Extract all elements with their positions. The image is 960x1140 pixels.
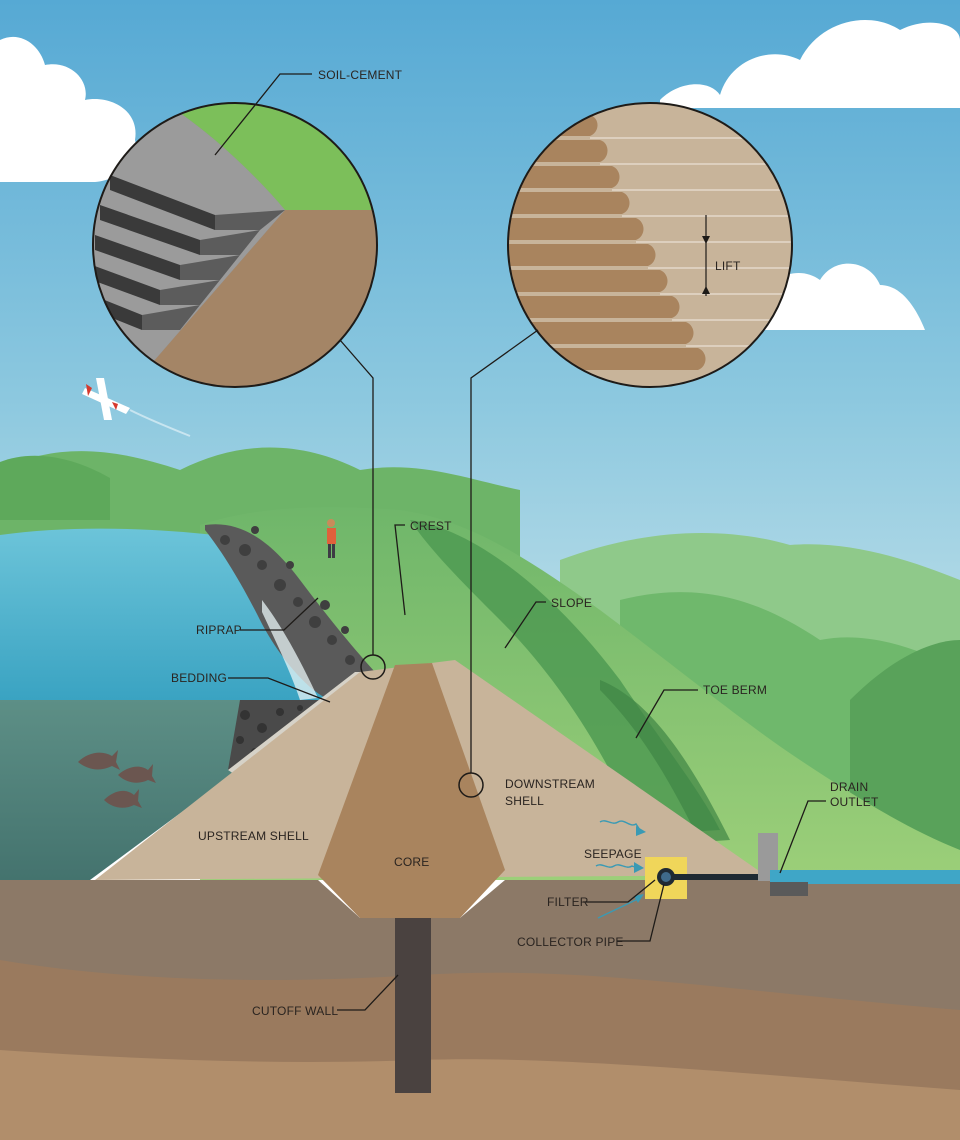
leader-crest xyxy=(394,524,406,616)
leader-filter xyxy=(583,879,656,903)
riprap-stones xyxy=(205,524,375,700)
reservoir-surface xyxy=(0,528,330,700)
label-core: CORE xyxy=(394,855,429,869)
label-slope: SLOPE xyxy=(551,596,592,610)
label-filter: FILTER xyxy=(547,895,589,909)
label-downstream-shell-line1: DOWNSTREAM xyxy=(505,777,595,791)
leader-bedding xyxy=(228,677,331,703)
person-figure xyxy=(327,519,336,558)
drain-headwall xyxy=(758,833,778,881)
leader-drain-outlet xyxy=(779,800,826,874)
label-bedding: BEDDING xyxy=(171,671,227,685)
label-toe-berm: TOE BERM xyxy=(703,683,767,697)
label-upstream-shell: UPSTREAM SHELL xyxy=(198,829,309,843)
cutoff-wall xyxy=(395,918,431,1093)
connector-left xyxy=(339,339,374,655)
magnifier-ring-right xyxy=(507,102,793,388)
label-soil-cement: SOIL-CEMENT xyxy=(318,68,403,82)
leader-toe-berm xyxy=(635,689,698,739)
label-downstream-shell-line2: SHELL xyxy=(505,794,544,808)
label-collector-pipe: COLLECTOR PIPE xyxy=(517,935,624,949)
slope-shade xyxy=(410,520,720,835)
outlet-water xyxy=(770,870,960,884)
magnifier-ring-left xyxy=(92,102,378,388)
leader-slope xyxy=(504,601,546,649)
label-seepage: SEEPAGE xyxy=(584,847,642,861)
seepage-arrows xyxy=(595,820,641,919)
label-cutoff-wall: CUTOFF WALL xyxy=(252,1004,338,1018)
leader-cutoff-wall xyxy=(337,974,399,1011)
plane-icon xyxy=(82,378,191,437)
drain-pipe xyxy=(672,874,782,880)
leader-riprap xyxy=(240,597,319,631)
leader-collector-pipe xyxy=(617,883,665,942)
label-riprap: RIPRAP xyxy=(196,623,242,637)
leader-soil-cement xyxy=(214,73,312,156)
connector-right xyxy=(470,329,539,773)
label-lift: LIFT xyxy=(715,259,741,273)
fish-group xyxy=(78,750,156,808)
clouds xyxy=(0,20,960,330)
wave-foam xyxy=(262,600,318,700)
label-drain-outlet-line1: DRAIN xyxy=(830,780,868,794)
detail-soil-cement xyxy=(93,103,377,387)
dam-core xyxy=(318,663,505,918)
label-drain-outlet-line2: OUTLET xyxy=(830,795,879,809)
label-crest: CREST xyxy=(410,519,452,533)
